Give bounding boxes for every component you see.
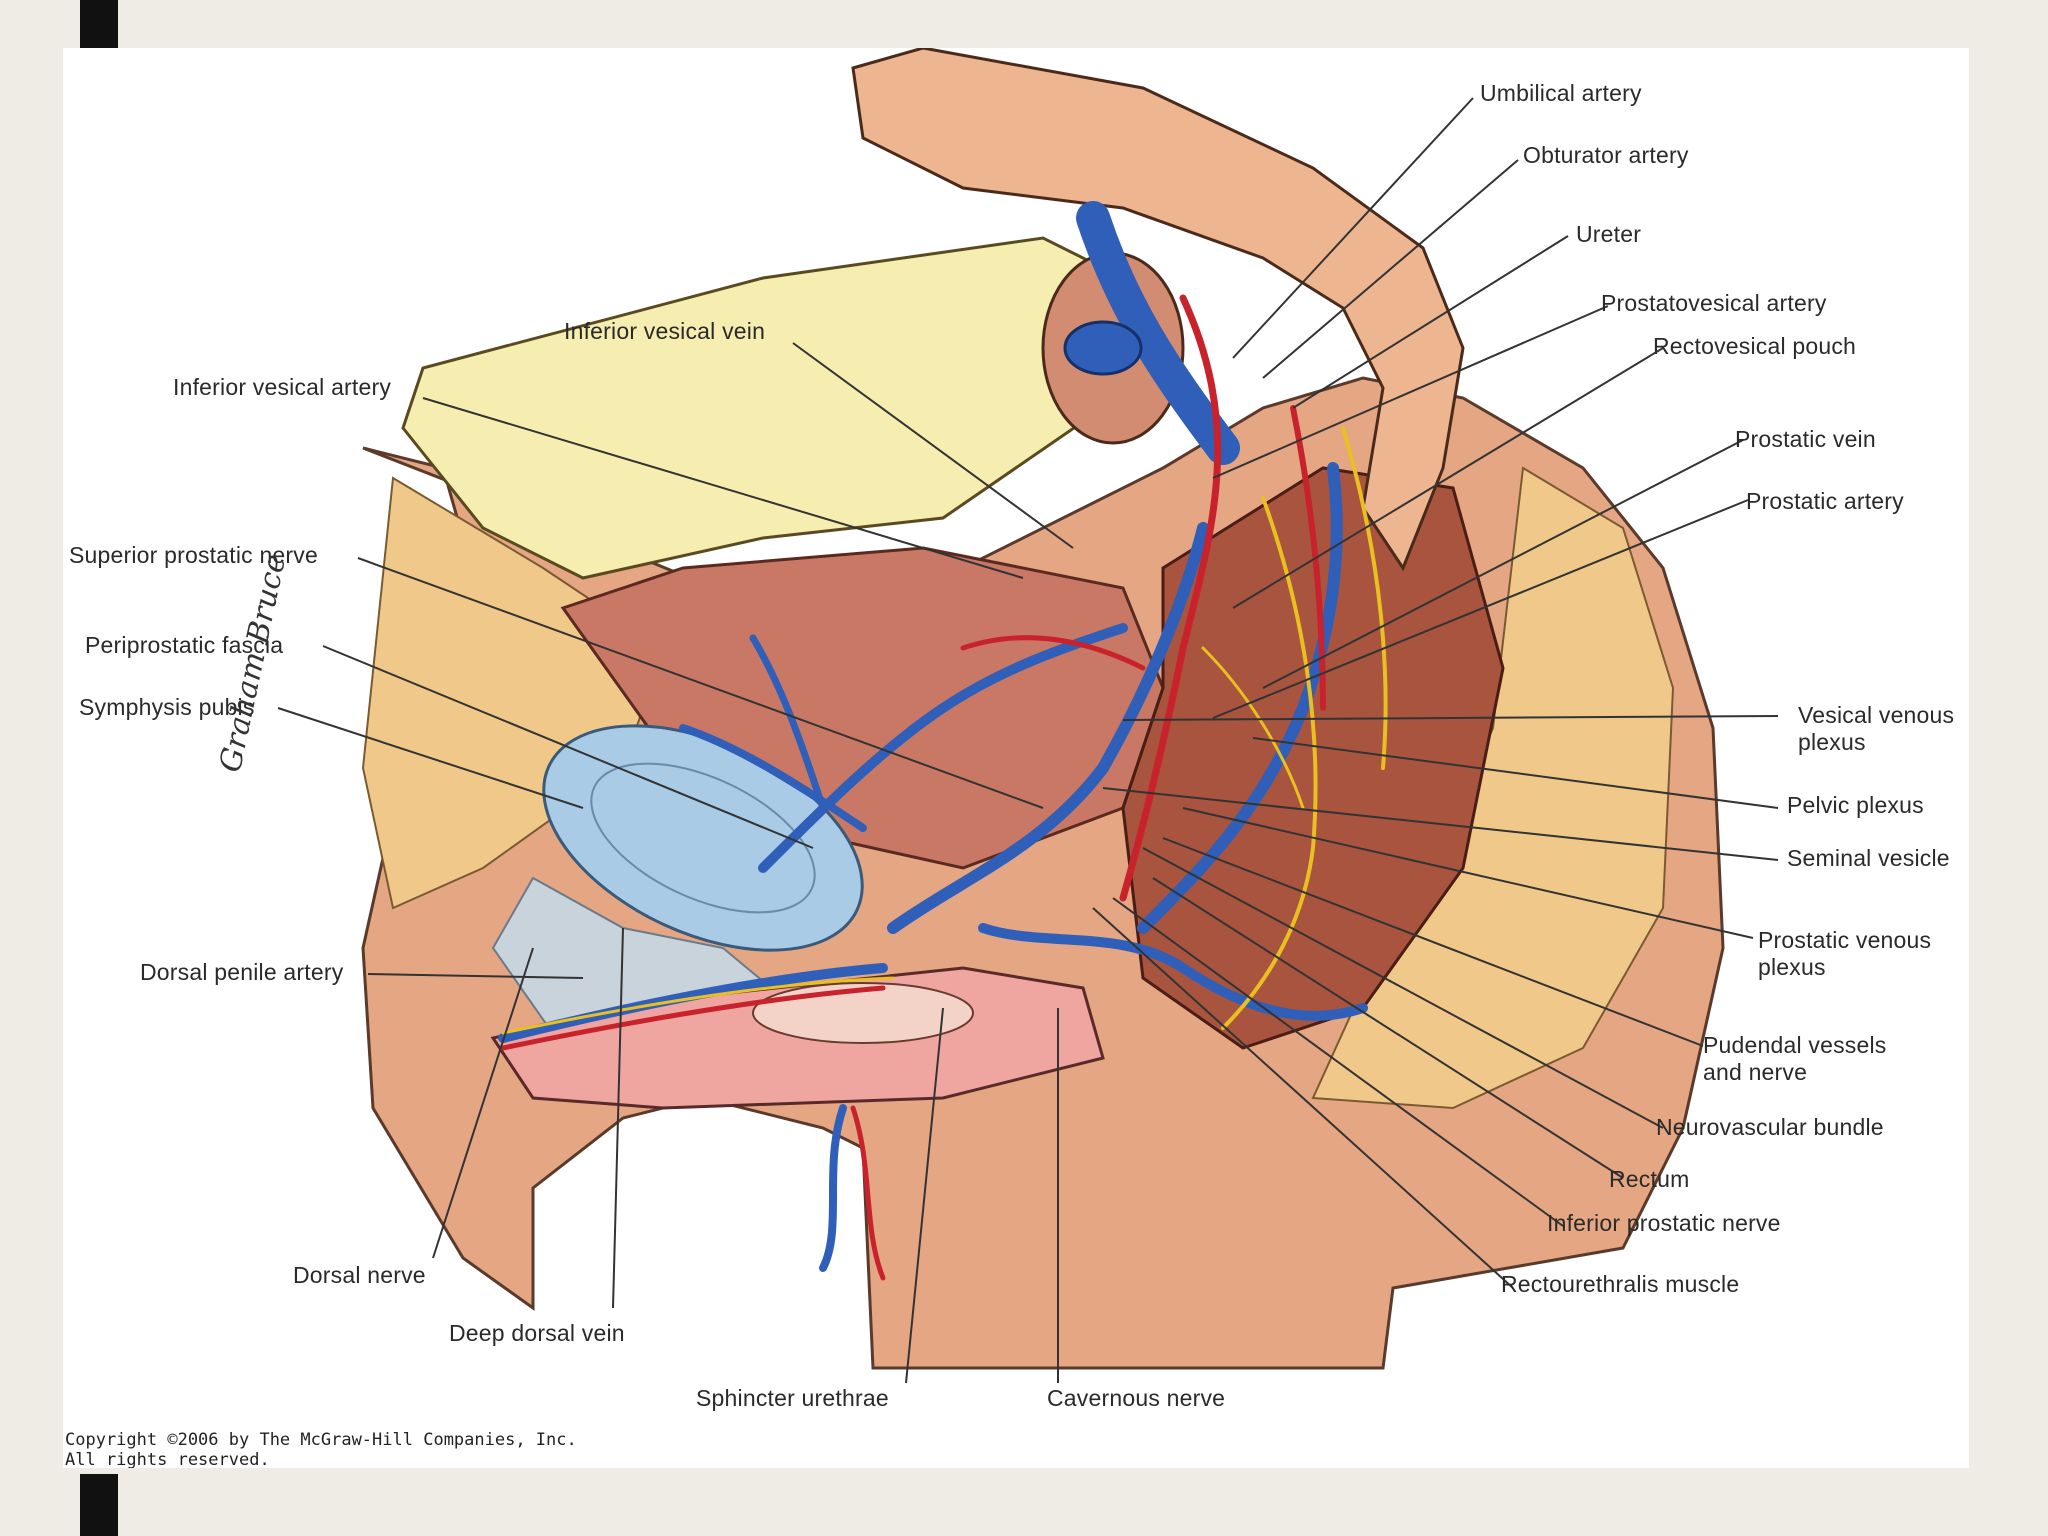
label-rectourethralis-muscle: Rectourethralis muscle: [1501, 1271, 1740, 1297]
label-prostatic-venous-plexus: Prostatic venous plexus: [1758, 927, 1932, 980]
label-vesical-venous-plexus: Vesical venous plexus: [1798, 702, 1955, 755]
label-inferior-vesical-vein: Inferior vesical vein: [564, 318, 766, 344]
label-umbilical-artery: Umbilical artery: [1480, 80, 1642, 106]
label-obturator-artery: Obturator artery: [1523, 142, 1689, 168]
label-rectum: Rectum: [1609, 1166, 1690, 1192]
iliac-vein-lumen: [1063, 320, 1143, 376]
label-pudendal-vessels-and-nerve: Pudendal vessels and nerve: [1703, 1032, 1887, 1085]
anatomy-figure-panel: Umbilical artery Obturator artery Ureter…: [63, 48, 1969, 1468]
venous-plexus-paths: [498, 462, 1368, 1272]
label-prostatovesical-artery: Prostatovesical artery: [1601, 290, 1827, 316]
label-prostatic-artery: Prostatic artery: [1746, 488, 1904, 514]
label-superior-prostatic-nerve: Superior prostatic nerve: [69, 542, 318, 568]
label-dorsal-penile-artery: Dorsal penile artery: [140, 959, 344, 985]
iliac-vein: [1076, 201, 1240, 465]
label-rectovesical-pouch: Rectovesical pouch: [1653, 333, 1857, 359]
label-deep-dorsal-vein: Deep dorsal vein: [449, 1320, 625, 1346]
accent-bar-top: [80, 0, 118, 48]
symphysis-pubis-inner: [590, 762, 816, 914]
label-sphincter-urethrae: Sphincter urethrae: [696, 1385, 889, 1411]
label-inferior-prostatic-nerve: Inferior prostatic nerve: [1547, 1210, 1781, 1236]
label-prostatic-vein: Prostatic vein: [1735, 426, 1876, 452]
label-symphysis-pubis: Symphysis pubis: [79, 694, 255, 720]
label-periprostatic-fascia: Periprostatic fascia: [85, 632, 284, 658]
copyright-notice: Copyright ©2006 by The McGraw-Hill Compa…: [65, 1430, 577, 1468]
label-dorsal-nerve: Dorsal nerve: [293, 1262, 426, 1288]
leader-lines: [277, 97, 1779, 1384]
label-ureter: Ureter: [1576, 221, 1642, 247]
pelvic-anatomy-illustration: [277, 48, 1779, 1384]
label-neurovascular-bundle: Neurovascular bundle: [1656, 1114, 1884, 1140]
accent-bar-bottom: [80, 1474, 118, 1536]
nerve-paths: [501, 426, 1388, 1035]
sigmoid-colon-region: [851, 48, 1465, 572]
label-inferior-vesical-artery: Inferior vesical artery: [173, 374, 392, 400]
label-pelvic-plexus: Pelvic plexus: [1787, 792, 1924, 818]
label-cavernous-nerve: Cavernous nerve: [1047, 1385, 1226, 1411]
label-seminal-vesicle: Seminal vesicle: [1787, 845, 1950, 871]
arterial-paths: [500, 294, 1326, 1281]
